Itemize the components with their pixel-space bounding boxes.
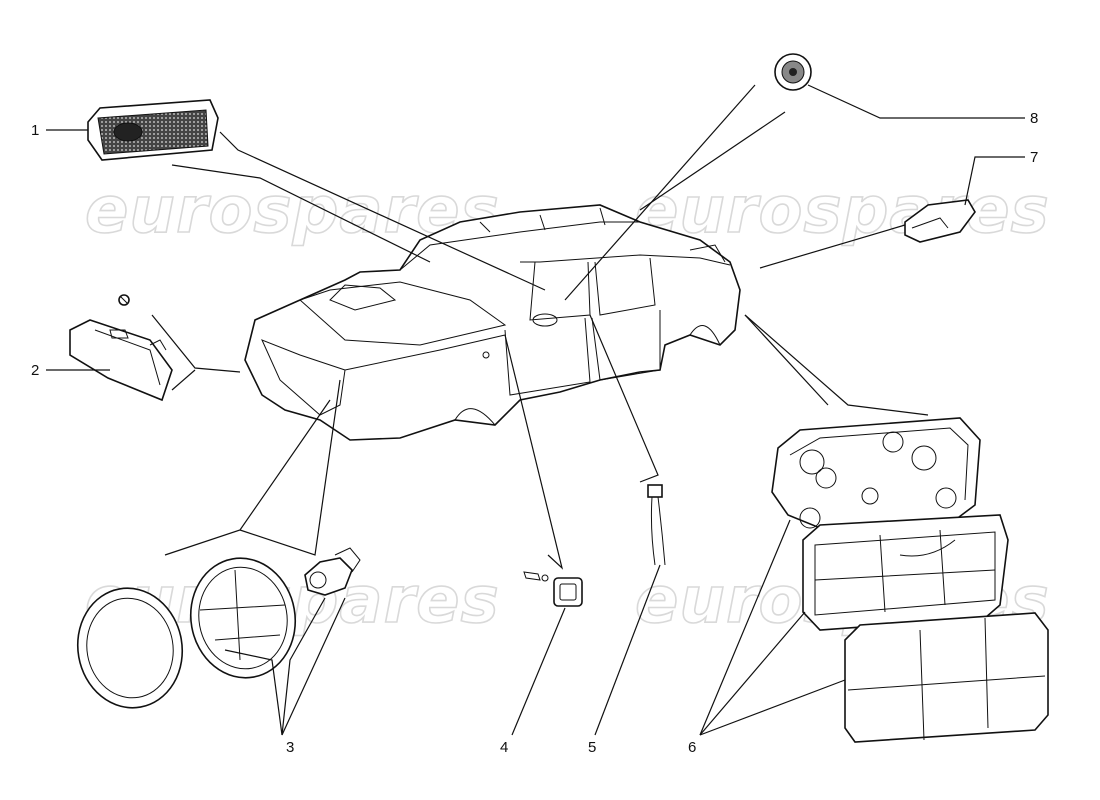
callout-8: 8 <box>1030 110 1038 127</box>
callout-5: 5 <box>588 739 596 756</box>
callout-labels: 1 2 3 4 5 6 7 8 <box>31 110 1038 756</box>
callout-6: 6 <box>688 739 696 756</box>
part-6-rear-lamp <box>771 417 1049 743</box>
callout-4: 4 <box>500 739 508 756</box>
part-5-door-switch <box>647 484 666 566</box>
part-8-connector <box>774 53 812 91</box>
vehicle-body <box>244 204 741 441</box>
part-7-clearance-lamp <box>904 199 976 243</box>
watermark-top-right: eurospares <box>635 174 1050 248</box>
callout-1: 1 <box>31 122 39 139</box>
part-3-headlight <box>76 547 361 709</box>
callout-3: 3 <box>286 739 294 756</box>
part-4-side-repeater <box>523 571 583 607</box>
leader-lines <box>151 84 929 570</box>
part-2-indicator-lamp <box>69 294 173 402</box>
part-1-interior-light <box>87 99 219 161</box>
callout-2: 2 <box>31 362 39 379</box>
callout-7: 7 <box>1030 149 1038 166</box>
callout-lines <box>46 84 1025 736</box>
